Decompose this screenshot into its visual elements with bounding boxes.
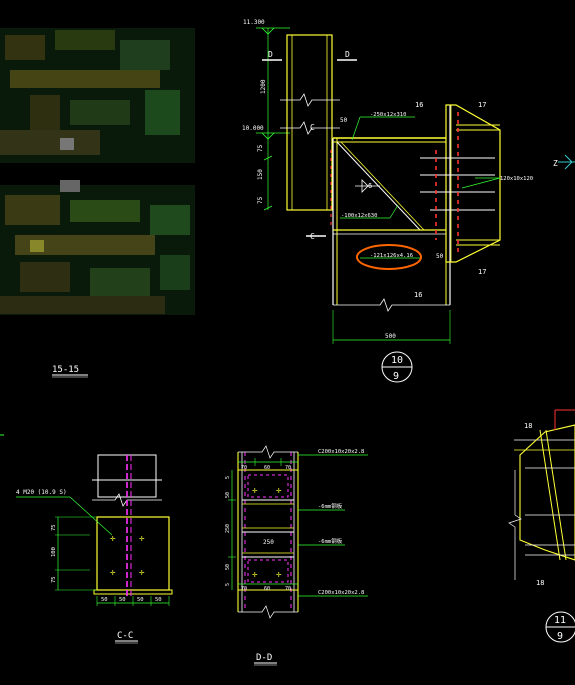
svg-text:✛: ✛	[110, 534, 115, 544]
pixelated-plan-area	[0, 28, 195, 315]
dd-plate-top: C200x10x20x2.8	[318, 449, 364, 455]
dd-dim-top-2: 60	[264, 465, 270, 471]
bolt-markers-dd: ✛ ✛ ✛ ✛	[252, 486, 281, 580]
callout-right-plate: 120x10x120	[500, 176, 533, 182]
dd-dim-bottom-1: 70	[241, 586, 247, 592]
section-label-d-right: D	[345, 50, 350, 59]
right-detail-ref-bottom: 9	[557, 631, 563, 642]
section-label-c-lower: C	[310, 232, 315, 241]
dd-center-dim: 250	[263, 539, 274, 546]
dd-dim-v-1: 5	[225, 476, 231, 479]
elevation-mid: 10.000	[242, 125, 264, 132]
bolt-rows	[330, 112, 495, 255]
dim-v-75a: 75	[257, 144, 264, 152]
dim-50-top: 50	[340, 117, 348, 124]
cc-dim-h-2: 50	[119, 597, 126, 603]
cc-dim-h-1: 50	[101, 597, 108, 603]
part-number-16-bottom: 16	[414, 291, 422, 299]
section-label-d-left: D	[268, 50, 273, 59]
dim-500: 500	[385, 333, 396, 340]
dd-dim-v-5: 5	[225, 583, 231, 586]
dd-dim-bottom-2: 60	[264, 586, 270, 592]
svg-text:✛: ✛	[139, 534, 144, 544]
part-number-16-top: 16	[415, 101, 423, 109]
right-detail-ref-top: 11	[554, 615, 566, 626]
dd-dim-v-3: 250	[225, 524, 231, 533]
dd-dim-top-3: 70	[285, 465, 291, 471]
dim-6-weld: 6	[368, 182, 372, 190]
dd-dim-bottom-3: 70	[285, 586, 291, 592]
dim-50-lower: 50	[436, 253, 444, 260]
detail-ref-bottom: 9	[393, 371, 399, 382]
svg-text:✛: ✛	[252, 570, 257, 580]
elevation-top: 11.300	[243, 19, 265, 26]
cc-dim-v-75a: 75	[51, 524, 57, 531]
dd-dim-v-2: 50	[225, 492, 231, 498]
dd-caption: D-D	[256, 653, 272, 663]
dd-dim-top-1: 70	[241, 465, 247, 471]
callout-stiffener: -100x12x630	[341, 213, 377, 219]
right-part-18-bottom: 18	[536, 579, 544, 587]
part-number-17-top: 17	[478, 101, 486, 109]
right-partial-detail: 18 18 11 9	[508, 409, 575, 643]
dd-note-1: -6mm钢板	[318, 502, 343, 510]
section-label-z: Z	[553, 159, 558, 168]
svg-text:✛: ✛	[276, 570, 281, 580]
dd-note-2: -6mm钢板	[318, 537, 343, 545]
upper-connection-detail: 11.300 10.000 1200 75 150 75 D D C C	[242, 19, 575, 383]
svg-text:✛: ✛	[139, 568, 144, 578]
detail-ref-top: 10	[391, 355, 403, 366]
dim-v-150: 150	[257, 169, 264, 180]
cc-bolt-note: 4 M20 (10.9 S)	[16, 489, 67, 496]
right-part-18-top: 18	[524, 422, 532, 430]
cc-dim-v-75b: 75	[51, 576, 57, 583]
dd-dim-v-4: 50	[225, 564, 231, 570]
svg-text:✛: ✛	[276, 486, 281, 496]
plan-caption: 15-15	[52, 365, 79, 375]
cc-dim-h-4: 50	[155, 597, 162, 603]
section-cc-detail: ✛ ✛ ✛ ✛ 4 M20 (10.9 S) 75 100 75 50 50 5…	[16, 454, 173, 644]
section-dd-detail: ✛ ✛ ✛ ✛ 70 60 70 70 60 70 5 50 250 50 5 …	[225, 445, 368, 666]
svg-text:✛: ✛	[110, 568, 115, 578]
bolt-markers-cc: ✛ ✛ ✛ ✛	[110, 534, 144, 578]
dim-v-1200: 1200	[260, 79, 267, 94]
part-number-17-bottom: 17	[478, 268, 486, 276]
cc-dim-h-3: 50	[137, 597, 144, 603]
cc-dim-v-100: 100	[51, 547, 57, 557]
svg-text:✛: ✛	[252, 486, 257, 496]
dim-v-75b: 75	[257, 196, 264, 204]
callout-top-plate: -250x12x310	[370, 112, 406, 118]
highlight-ellipse	[356, 244, 422, 270]
section-label-c-upper: C	[310, 123, 315, 132]
dd-plate-bottom: C200x10x20x2.8	[318, 590, 364, 596]
callout-highlighted: -121x126x4.16	[370, 253, 413, 259]
cc-caption: C-C	[117, 631, 133, 641]
